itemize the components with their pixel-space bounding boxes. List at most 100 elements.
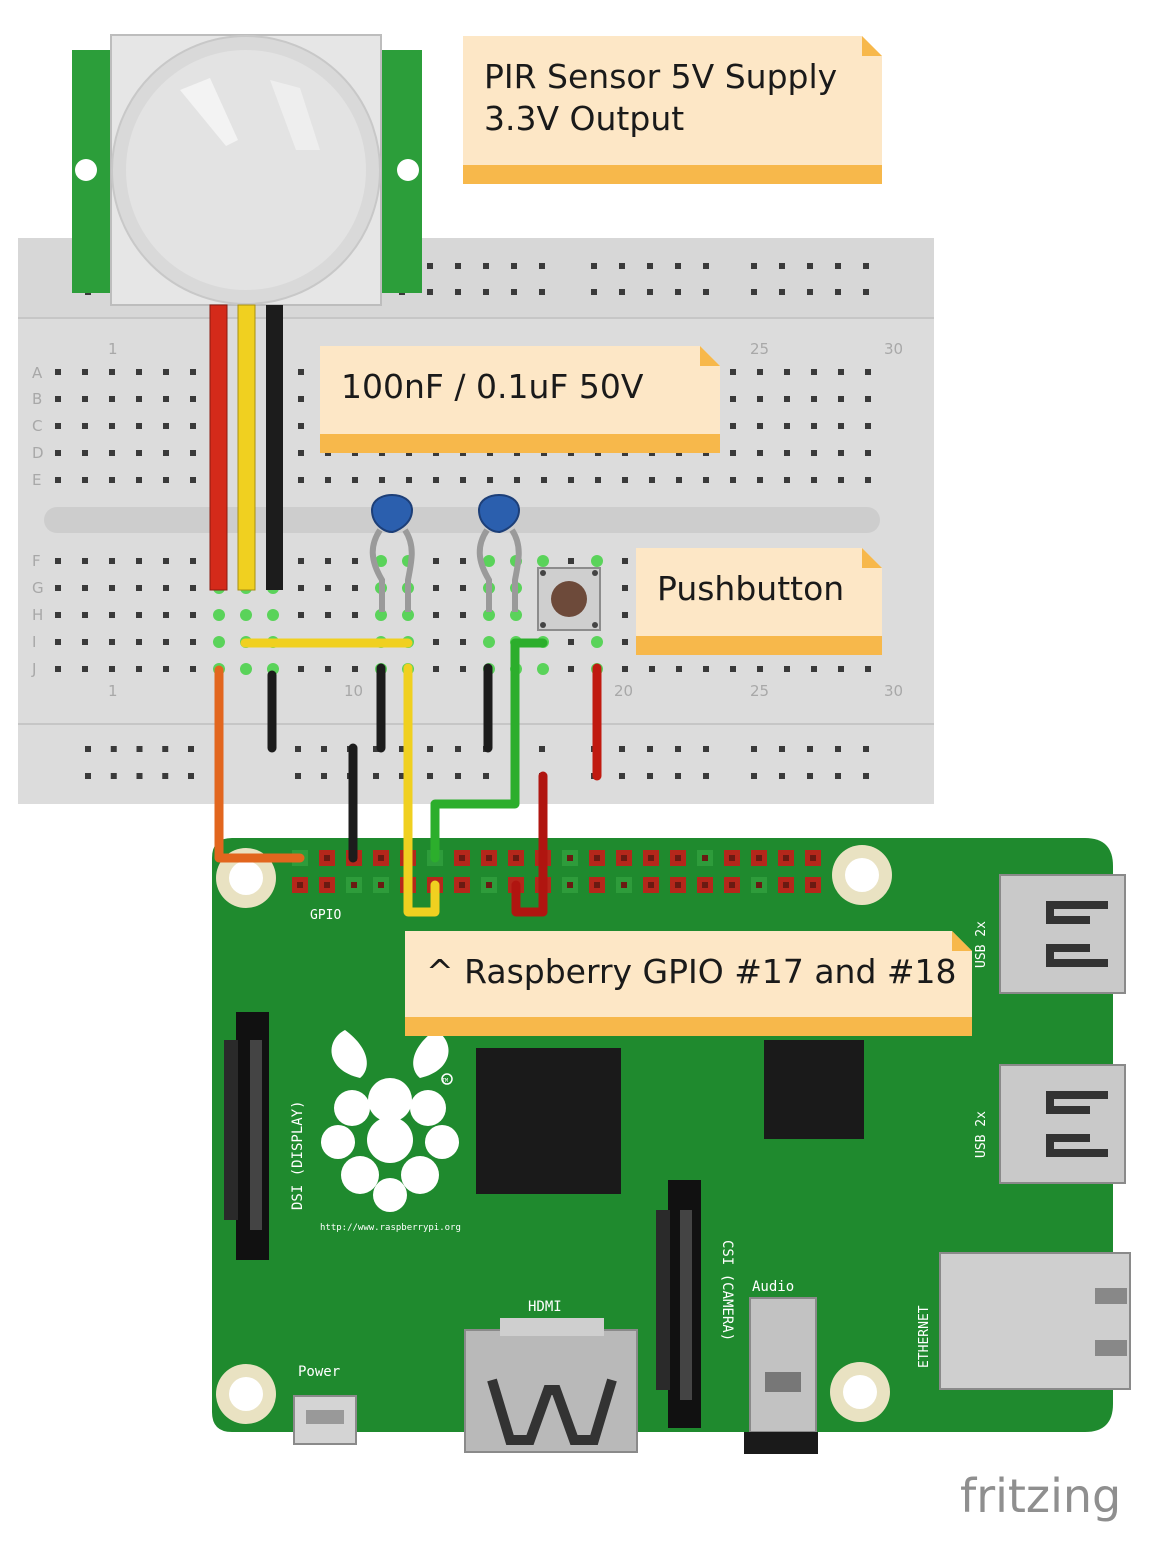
breadboard-hole: [487, 477, 493, 483]
breadboard-hole: [163, 666, 169, 672]
rail-hole: [399, 746, 405, 752]
rail-hole: [779, 746, 785, 752]
rail-hole: [751, 289, 757, 295]
usb-port-top: [999, 874, 1126, 994]
breadboard-hole: [730, 450, 736, 456]
breadboard-hole: [190, 612, 196, 618]
rail-hole: [110, 746, 117, 752]
breadboard-hole: [352, 585, 358, 591]
wire-darkred-power: [511, 771, 548, 917]
rail-hole: [779, 263, 785, 269]
breadboard-hole-connected: [591, 636, 603, 648]
soc-chip: [476, 1048, 621, 1194]
gpio-pin-center: [297, 882, 303, 888]
breadboard-hole: [352, 477, 358, 483]
rail-hole: [619, 289, 625, 295]
gpio-pin-center: [351, 882, 357, 888]
breadboard-hole: [298, 558, 304, 564]
gpio-pin-center: [810, 855, 816, 861]
rail-hole: [427, 746, 433, 752]
gpio-pin-center: [378, 855, 384, 861]
breadboard-hole: [757, 477, 763, 483]
col-label-30-top: 30: [884, 340, 903, 358]
breadboard-hole: [568, 666, 574, 672]
rail-hole: [162, 746, 169, 752]
power-port: [293, 1395, 357, 1445]
rail-hole: [188, 773, 194, 779]
breadboard-hole: [136, 396, 142, 402]
breadboard-hole: [136, 423, 142, 429]
rail-hole: [807, 746, 813, 752]
wires: [214, 638, 602, 917]
breadboard-hole: [82, 369, 88, 375]
breadboard-hole: [190, 450, 196, 456]
breadboard-hole: [190, 396, 196, 402]
breadboard-hole: [163, 477, 169, 483]
rail-hole: [807, 289, 813, 295]
breadboard-hole: [865, 369, 871, 375]
breadboard-hole: [865, 450, 871, 456]
gpio-pin-center: [702, 882, 708, 888]
breadboard-hole: [136, 666, 142, 672]
rail-hole: [455, 289, 461, 295]
rail-hole: [779, 289, 785, 295]
breadboard-hole: [190, 369, 196, 375]
rail-hole: [455, 746, 461, 752]
capacitor-2: [476, 494, 522, 612]
breadboard-hole: [460, 558, 466, 564]
rail-hole: [539, 289, 545, 295]
rail-hole: [427, 289, 433, 295]
center-channel: [44, 507, 880, 533]
breadboard-hole: [55, 477, 61, 483]
breadboard-hole: [784, 477, 790, 483]
breadboard-hole: [82, 666, 88, 672]
breadboard-hole: [865, 396, 871, 402]
breadboard-hole: [757, 450, 763, 456]
rail-hole: [619, 746, 625, 752]
rail-hole: [539, 263, 545, 269]
rail-hole: [675, 773, 681, 779]
column-labels: 1 25 30 1 10 20 25 30: [108, 340, 903, 700]
breadboard-hole: [433, 477, 439, 483]
breadboard-hole: [55, 396, 61, 402]
pushbutton: [537, 567, 601, 631]
gpio-pin-center: [486, 882, 492, 888]
breadboard-hole: [784, 666, 790, 672]
col-label-1-bottom: 1: [108, 682, 118, 700]
breadboard-hole-connected: [240, 609, 252, 621]
note-pir-line2: 3.3V Output: [484, 99, 684, 138]
breadboard-hole: [460, 666, 466, 672]
breadboard-hole: [730, 396, 736, 402]
breadboard-hole: [109, 369, 115, 375]
breadboard-hole: [325, 666, 331, 672]
breadboard-hole: [676, 666, 682, 672]
breadboard-hole: [163, 639, 169, 645]
csi-connector: [656, 1180, 701, 1428]
breadboard-hole: [433, 666, 439, 672]
breadboard-hole: [190, 477, 196, 483]
breadboard-hole: [136, 585, 142, 591]
rail-hole: [807, 263, 813, 269]
breadboard-hole: [190, 423, 196, 429]
breadboard-hole: [298, 585, 304, 591]
breadboard-hole-connected: [213, 636, 225, 648]
breadboard-hole: [298, 369, 304, 375]
rail-hole: [373, 746, 379, 752]
breadboard-hole-connected: [267, 609, 279, 621]
rail-hole: [675, 746, 681, 752]
breadboard-hole: [55, 558, 61, 564]
breadboard-hole: [109, 477, 115, 483]
breadboard-hole: [298, 612, 304, 618]
breadboard-hole: [55, 639, 61, 645]
breadboard-hole: [298, 396, 304, 402]
col-label-30-bottom: 30: [884, 682, 903, 700]
rail-hole: [162, 773, 169, 779]
usb-label-bottom: USB 2x: [974, 1111, 989, 1158]
usb-label-top: USB 2x: [974, 921, 989, 968]
gpio-pin-center: [729, 855, 735, 861]
gpio-pin-center: [621, 855, 627, 861]
breadboard-hole: [757, 423, 763, 429]
breadboard-hole: [730, 477, 736, 483]
hdmi-port: [464, 1318, 638, 1453]
